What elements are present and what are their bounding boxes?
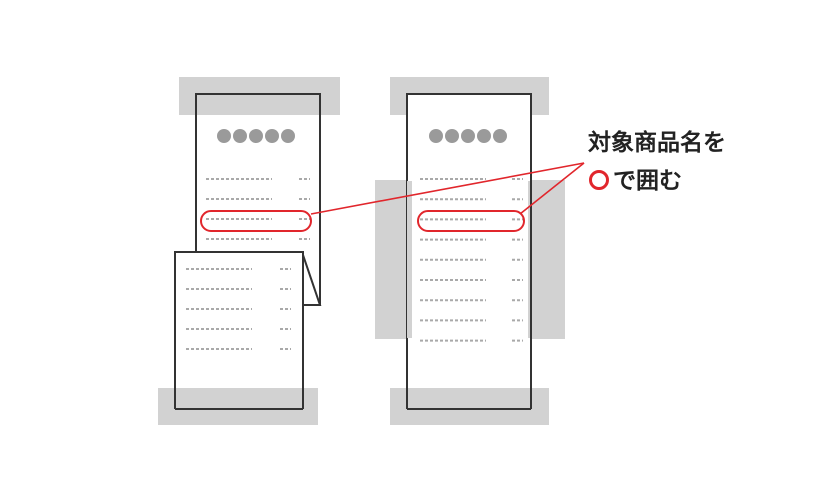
- leader-line-right: [519, 162, 585, 215]
- item-rows-folded-sheet: [186, 268, 291, 350]
- right-receipt-body: [406, 93, 532, 411]
- logo-dot: [281, 129, 295, 143]
- side-tape-left: [375, 180, 412, 339]
- callout-line-1: 対象商品名を: [588, 130, 726, 156]
- bottom-tape-left: [158, 388, 318, 425]
- side-tape-right: [528, 180, 565, 339]
- item-rows-right: [420, 178, 523, 342]
- logo-dots-right: [429, 129, 507, 143]
- item-rows-left: [206, 178, 310, 240]
- callout-label: 対象商品名を で囲む: [588, 124, 818, 200]
- logo-dot: [217, 129, 231, 143]
- highlight-oval-right: [417, 210, 525, 232]
- red-circle-icon: [589, 170, 609, 190]
- callout-line-2: で囲む: [588, 162, 818, 200]
- side-tape-left-overlay: [407, 181, 412, 338]
- leader-line-left: [310, 162, 585, 215]
- bottom-tape-right: [390, 388, 549, 425]
- fold-triangle: [302, 254, 322, 306]
- logo-dot: [233, 129, 247, 143]
- logo-dot: [429, 129, 443, 143]
- logo-dot: [265, 129, 279, 143]
- logo-dot: [477, 129, 491, 143]
- logo-dot: [249, 129, 263, 143]
- logo-dot: [445, 129, 459, 143]
- folded-sheet: [174, 251, 304, 411]
- logo-dots-left: [217, 129, 295, 143]
- logo-dot: [493, 129, 507, 143]
- callout-leaders: [310, 162, 585, 215]
- top-tape-left: [179, 77, 340, 115]
- highlight-oval-left: [200, 210, 312, 232]
- right-receipt-group: [375, 77, 565, 425]
- left-receipt-group: [158, 77, 340, 425]
- side-tape-right-overlay: [528, 181, 530, 338]
- callout-line-2-text: で囲む: [613, 168, 682, 194]
- logo-dot: [461, 129, 475, 143]
